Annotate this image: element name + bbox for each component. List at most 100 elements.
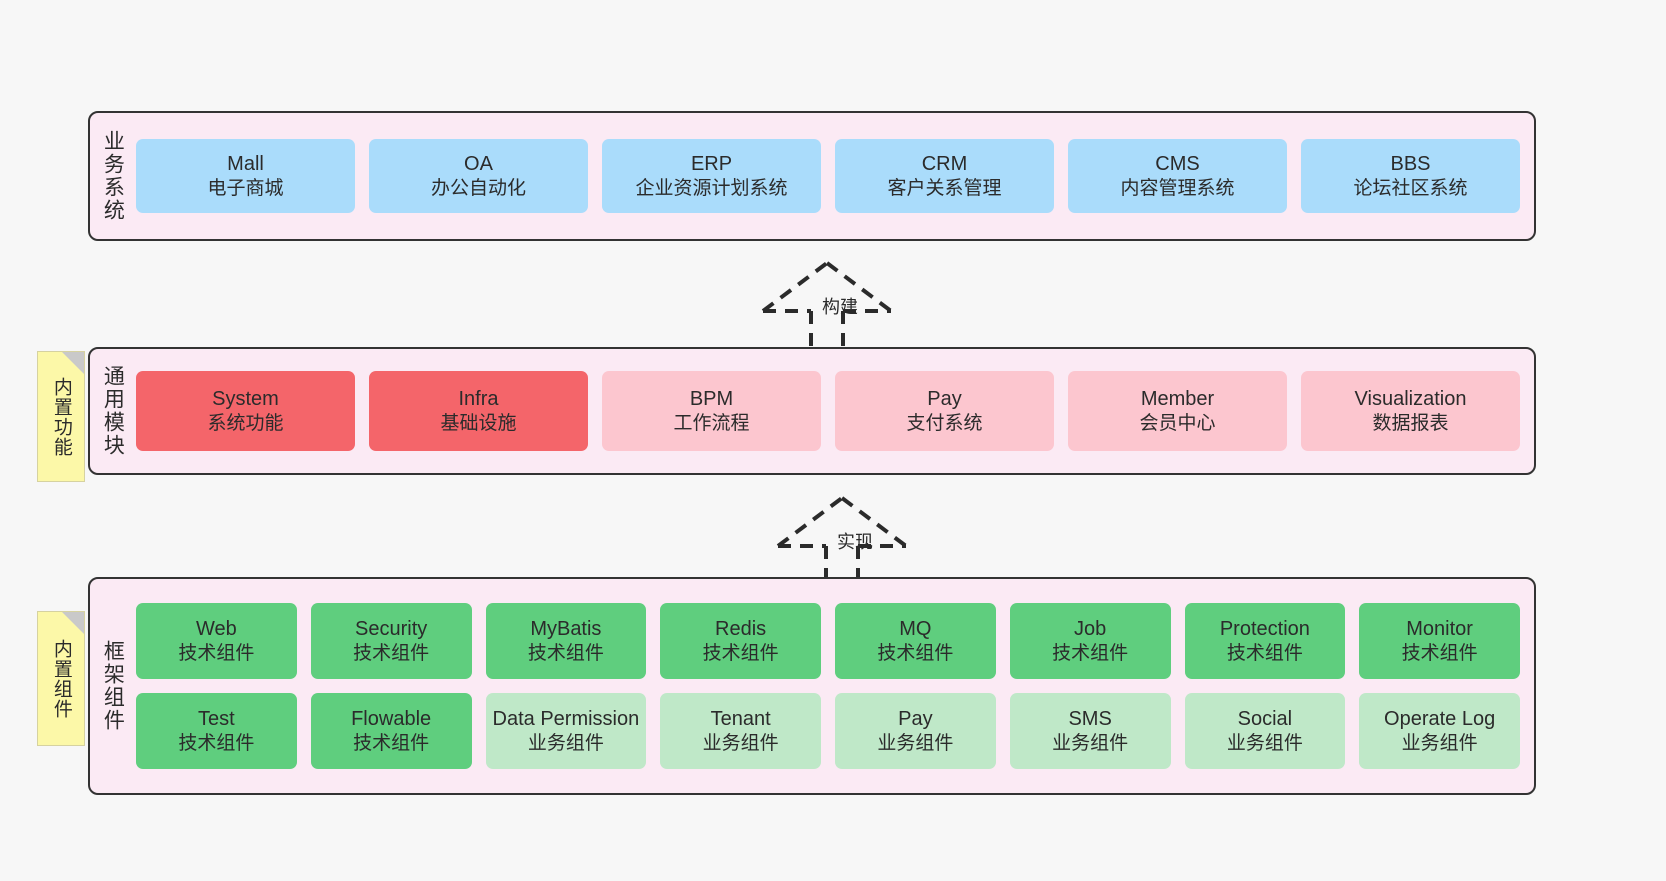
node-title-cn: 内容管理系统 <box>1120 177 1235 199</box>
layer-business-title: 业务系统 <box>101 130 125 222</box>
node-title-cn: 基础设施 <box>440 412 517 434</box>
node-title-cn: 技术组件 <box>527 642 604 664</box>
node-title-en: Security <box>355 618 428 641</box>
node-social[interactable]: Social 业务组件 <box>1184 693 1346 769</box>
node-title-cn: 论坛社区系统 <box>1353 177 1468 199</box>
node-title-en: Protection <box>1219 618 1310 641</box>
node-title-en: ERP <box>690 153 733 176</box>
arrow-head-left-edge <box>776 496 844 548</box>
layer-business: 业务系统 Mall 电子商城 OA 办公自动化 ERP 企业资源计划系统 CRM… <box>88 111 1536 241</box>
framework-business-row: Test 技术组件 Flowable 技术组件 Data Permission … <box>136 693 1520 769</box>
note-builtin-components: 内置组件 <box>37 611 85 746</box>
node-title-cn: 技术组件 <box>877 642 954 664</box>
node-title-en: CRM <box>921 153 968 176</box>
arrow-build-label: 构建 <box>822 297 858 317</box>
node-erp[interactable]: ERP 企业资源计划系统 <box>602 139 821 213</box>
node-title-en: Redis <box>715 618 767 641</box>
note-fold-corner-icon <box>62 352 84 374</box>
node-job[interactable]: Job 技术组件 <box>1009 603 1171 679</box>
node-title-en: Pay <box>898 708 933 731</box>
arrow-implement-label: 实现 <box>837 532 873 552</box>
node-title-cn: 技术组件 <box>1226 642 1303 664</box>
node-title-cn: 支付系统 <box>906 412 983 434</box>
node-system[interactable]: System 系统功能 <box>136 371 355 451</box>
node-title-en: CMS <box>1155 153 1200 176</box>
node-mall[interactable]: Mall 电子商城 <box>136 139 355 213</box>
node-title-en: Mall <box>227 153 264 176</box>
node-title-en: BBS <box>1390 153 1431 176</box>
node-title-en: SMS <box>1068 708 1112 731</box>
node-visualization[interactable]: Visualization 数据报表 <box>1301 371 1520 451</box>
node-pay-module[interactable]: Pay 支付系统 <box>835 371 1054 451</box>
arrow-implement: 实现 <box>770 490 940 590</box>
node-title-cn: 电子商城 <box>207 177 284 199</box>
node-oa[interactable]: OA 办公自动化 <box>369 139 588 213</box>
node-title-cn: 办公自动化 <box>430 177 526 199</box>
node-title-cn: 数据报表 <box>1372 412 1449 434</box>
node-title-en: MyBatis <box>530 618 602 641</box>
node-test[interactable]: Test 技术组件 <box>136 693 297 769</box>
layer-common-title: 通用模块 <box>101 365 125 457</box>
node-sms[interactable]: SMS 业务组件 <box>1009 693 1171 769</box>
node-title-cn: 业务组件 <box>1226 732 1303 754</box>
common-node-row: System 系统功能 Infra 基础设施 BPM 工作流程 Pay 支付系统… <box>136 371 1520 451</box>
node-title-cn: 业务组件 <box>877 732 954 754</box>
node-title-cn: 技术组件 <box>178 642 255 664</box>
node-title-cn: 业务组件 <box>1401 732 1478 754</box>
node-bpm[interactable]: BPM 工作流程 <box>602 371 821 451</box>
arrow-build: 构建 <box>755 255 925 355</box>
node-operate-log[interactable]: Operate Log 业务组件 <box>1359 693 1520 769</box>
node-flowable[interactable]: Flowable 技术组件 <box>310 693 472 769</box>
note-builtin-features: 内置功能 <box>37 351 85 482</box>
node-title-en: Pay <box>927 388 962 411</box>
node-title-cn: 技术组件 <box>1401 642 1478 664</box>
layer-framework-body: Web 技术组件 Security 技术组件 MyBatis 技术组件 Redi… <box>134 579 1534 793</box>
node-mybatis[interactable]: MyBatis 技术组件 <box>485 603 647 679</box>
node-cms[interactable]: CMS 内容管理系统 <box>1068 139 1287 213</box>
layer-common-modules: 通用模块 System 系统功能 Infra 基础设施 BPM 工作流程 Pay… <box>88 347 1536 475</box>
node-title-en: Tenant <box>710 708 771 731</box>
node-redis[interactable]: Redis 技术组件 <box>660 603 821 679</box>
node-pay-component[interactable]: Pay 业务组件 <box>835 693 996 769</box>
layer-common-body: System 系统功能 Infra 基础设施 BPM 工作流程 Pay 支付系统… <box>134 349 1534 473</box>
arrow-head-right-edge <box>840 496 908 548</box>
node-data-permission[interactable]: Data Permission 业务组件 <box>485 693 647 769</box>
node-protection[interactable]: Protection 技术组件 <box>1184 603 1346 679</box>
note-label: 内置组件 <box>50 638 72 719</box>
node-web[interactable]: Web 技术组件 <box>136 603 297 679</box>
note-label: 内置功能 <box>50 376 72 457</box>
node-title-en: OA <box>464 153 493 176</box>
node-title-cn: 业务组件 <box>527 732 604 754</box>
layer-business-body: Mall 电子商城 OA 办公自动化 ERP 企业资源计划系统 CRM 客户关系… <box>134 113 1534 239</box>
node-title-en: Infra <box>458 388 499 411</box>
node-title-en: System <box>212 388 279 411</box>
node-crm[interactable]: CRM 客户关系管理 <box>835 139 1054 213</box>
node-title-cn: 工作流程 <box>673 412 750 434</box>
node-member[interactable]: Member 会员中心 <box>1068 371 1287 451</box>
framework-tech-row: Web 技术组件 Security 技术组件 MyBatis 技术组件 Redi… <box>136 603 1520 679</box>
node-title-cn: 技术组件 <box>702 642 779 664</box>
node-title-en: Test <box>198 708 235 731</box>
node-title-cn: 业务组件 <box>702 732 779 754</box>
node-title-cn: 业务组件 <box>1052 732 1129 754</box>
layer-framework-components: 框架组件 Web 技术组件 Security 技术组件 MyBatis 技术组件… <box>88 577 1536 795</box>
node-title-en: Social <box>1237 708 1293 731</box>
node-security[interactable]: Security 技术组件 <box>310 603 472 679</box>
node-title-en: Operate Log <box>1384 708 1496 731</box>
node-title-cn: 技术组件 <box>353 732 430 754</box>
arrow-head-right-edge <box>825 261 893 313</box>
node-title-cn: 技术组件 <box>1052 642 1129 664</box>
node-mq[interactable]: MQ 技术组件 <box>835 603 996 679</box>
node-title-cn: 系统功能 <box>207 412 284 434</box>
node-title-en: Visualization <box>1354 388 1467 411</box>
node-infra[interactable]: Infra 基础设施 <box>369 371 588 451</box>
node-title-en: Member <box>1140 388 1215 411</box>
node-title-cn: 技术组件 <box>353 642 430 664</box>
business-node-row: Mall 电子商城 OA 办公自动化 ERP 企业资源计划系统 CRM 客户关系… <box>136 139 1520 213</box>
node-title-en: Web <box>195 618 237 641</box>
node-title-cn: 技术组件 <box>178 732 255 754</box>
node-title-cn: 会员中心 <box>1139 412 1216 434</box>
node-monitor[interactable]: Monitor 技术组件 <box>1359 603 1520 679</box>
node-tenant[interactable]: Tenant 业务组件 <box>660 693 821 769</box>
node-bbs[interactable]: BBS 论坛社区系统 <box>1301 139 1520 213</box>
